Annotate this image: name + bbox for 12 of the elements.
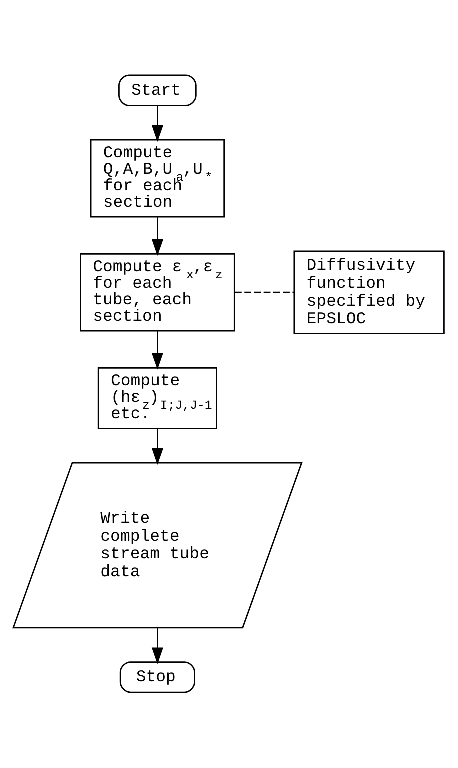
arrow <box>152 218 164 256</box>
node-box: Stop <box>120 662 196 694</box>
arrow <box>152 331 164 370</box>
connector <box>234 292 294 294</box>
arrow <box>152 106 164 142</box>
arrow <box>152 429 164 466</box>
node-box: Start <box>118 74 197 106</box>
arrow <box>152 628 164 664</box>
node-box: Compute Q,A,B,U$_{a}$,U$_{*}$ for each section <box>90 139 226 218</box>
node-box: Diffusivity function specified by EPSLOC <box>294 250 445 335</box>
node-box: Compute ε$_{x}$,ε$_{z}$ for each tube, each section <box>80 253 236 332</box>
node-box: Compute (hε$_{z}$)$_{I;J,J-1}$ etc. <box>98 368 218 430</box>
